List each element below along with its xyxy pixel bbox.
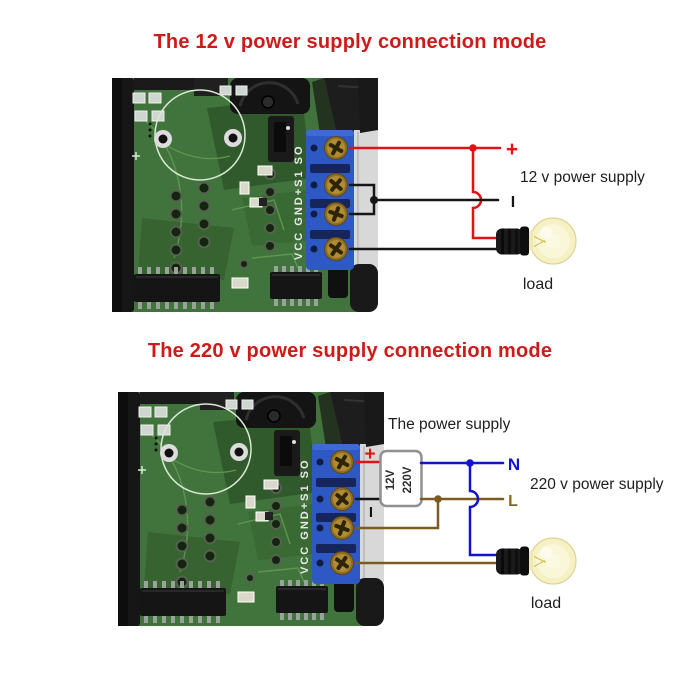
minus-label-12v: I [511, 194, 515, 211]
load-bulb-220v [495, 537, 577, 585]
junction-dot-blue [466, 459, 474, 467]
power-supply-title: The power supply [388, 416, 511, 433]
neutral-label: N [508, 455, 520, 474]
heading-220v-mode: The 220 v power supply connection mode [147, 340, 553, 362]
module-220v-label: 220V [402, 466, 414, 493]
wire-live-to-relay [354, 497, 440, 530]
junction-dot-brown [434, 495, 442, 503]
plus-label-220v: + [364, 444, 375, 465]
plus-label-12v: + [506, 138, 518, 161]
power-module-box [379, 449, 423, 508]
load-label-220v: load [531, 595, 561, 612]
module-12v-label: 12V [385, 469, 397, 490]
junction-dot-black [370, 196, 378, 204]
supply-label-220v: 220 v power supply [530, 476, 664, 493]
live-label: L [508, 493, 518, 510]
minus-label-220v: I [369, 504, 373, 521]
wire-relay-to-load-12v [471, 146, 500, 240]
load-bulb-12v [495, 217, 577, 265]
junction-dot-red [469, 144, 477, 152]
wires-220v-blue [419, 461, 505, 557]
wire-neutral-to-load [468, 461, 500, 557]
supply-label-12v: 12 v power supply [520, 169, 645, 186]
pcb-photo-12v [110, 76, 380, 314]
heading-12v-mode: The 12 v power supply connection mode [153, 31, 547, 53]
load-label-12v: load [523, 276, 553, 293]
pcb-photo-220v [116, 390, 386, 628]
